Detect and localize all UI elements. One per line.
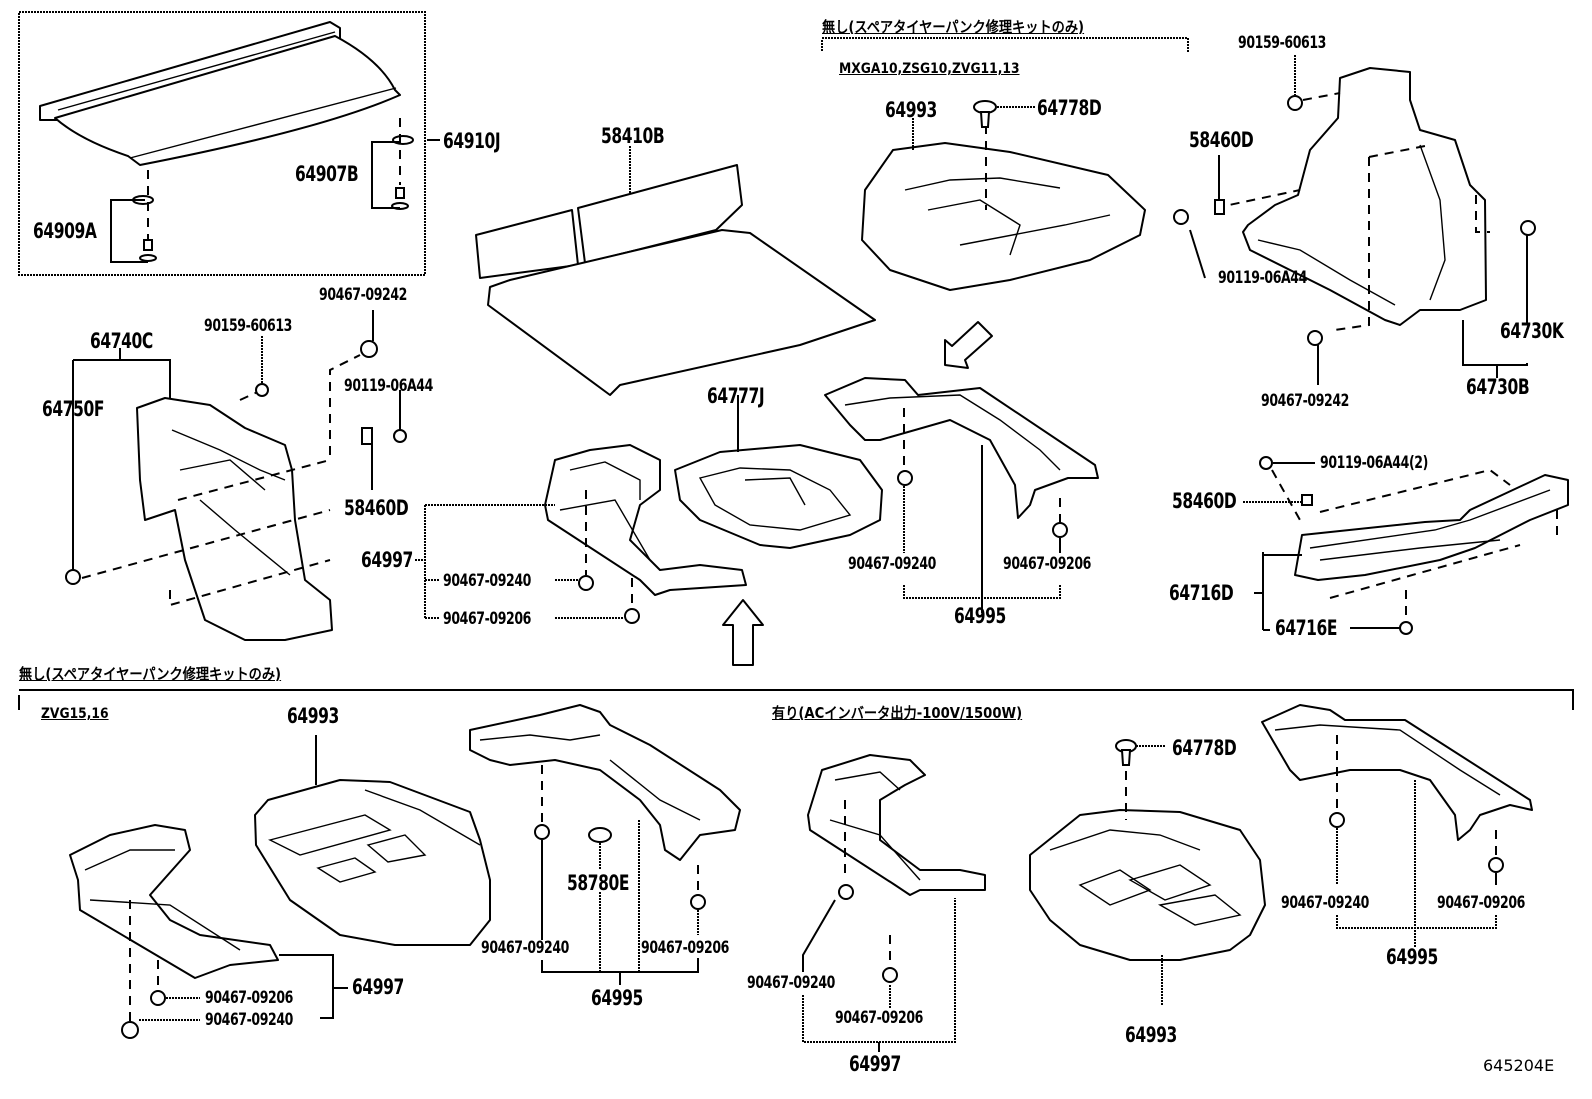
part-label-58410B[interactable]: 58410B [601,124,665,148]
tonneau-cover-frame [18,11,426,276]
part-label-64909A[interactable]: 64909A [33,219,97,243]
bottom-left-tray-64993-drawing [254,735,491,946]
part-label-58780E[interactable]: 58780E [567,871,630,895]
bottom-models-note: ZVG15,16 [41,706,109,722]
part-label-90467-09206-bottom-left[interactable]: 90467-09206 [205,988,293,1008]
part-label-64993-top[interactable]: 64993 [885,98,937,122]
tonneau-brackets [110,118,440,263]
part-label-90467-09242-right[interactable]: 90467-09242 [1261,391,1349,411]
bottom-section-bracket [18,689,1574,710]
rear-sill-drawing [1243,456,1569,635]
part-label-90467-09240-upper-left[interactable]: 90467-09240 [443,571,531,591]
part-label-90119-06A44-left[interactable]: 90119-06A44 [344,376,433,396]
part-label-64993-bottom-left[interactable]: 64993 [287,704,339,728]
part-label-90467-09206-upper-left[interactable]: 90467-09206 [443,609,531,629]
part-label-64995-bottom-center[interactable]: 64995 [591,986,643,1010]
top-condition-note: 無し(スペアタイヤーパンク修理キットのみ) [822,18,1085,36]
part-label-64910J[interactable]: 64910J [443,129,501,153]
part-label-90467-09240-bottom-center[interactable]: 90467-09240 [481,938,569,958]
part-label-90467-09206-bottom-right-b[interactable]: 90467-09206 [1437,893,1525,913]
part-label-64750F[interactable]: 64750F [42,397,105,421]
bottom-left-box-64997-drawing [69,824,348,1039]
bottom-right-condition-note: 有り(ACインバータ出力-100V/1500W) [772,704,1023,722]
top-note-bracket [821,37,1189,52]
part-label-90159-60613-right[interactable]: 90159-60613 [1238,33,1326,53]
left-side-trim-drawing [65,310,407,641]
direction-arrow-diagonal [944,321,993,369]
part-label-64778D-top[interactable]: 64778D [1037,96,1102,120]
part-label-64716E[interactable]: 64716E [1275,616,1338,640]
part-label-90467-09240-bottom-right-b[interactable]: 90467-09240 [1281,893,1369,913]
part-label-64716D[interactable]: 64716D [1169,581,1234,605]
part-label-90467-09242-left[interactable]: 90467-09242 [319,285,407,305]
right-side-trim-drawing [1173,55,1536,385]
bottom-right-box-64995-drawing [1261,704,1533,948]
tonneau-cover-drawing [39,21,401,166]
part-label-90467-09240-bottom-left[interactable]: 90467-09240 [205,1010,293,1030]
direction-arrow-up [722,599,764,666]
bottom-right-box-64997-drawing [802,754,986,1052]
part-label-90119-06A44-right[interactable]: 90119-06A44 [1218,268,1307,288]
part-label-64997-bottom-right[interactable]: 64997 [849,1052,901,1076]
part-label-90159-60613-left[interactable]: 90159-60613 [204,316,292,336]
part-label-58460D-sill[interactable]: 58460D [1172,489,1237,513]
part-label-64777J[interactable]: 64777J [707,384,765,408]
diagram-code: 645204E [1483,1056,1555,1075]
part-label-64995-upper[interactable]: 64995 [954,604,1006,628]
part-label-90467-09206-bottom-center[interactable]: 90467-09206 [641,938,729,958]
part-label-64907B[interactable]: 64907B [295,162,359,186]
part-label-64997-bottom-left[interactable]: 64997 [352,975,404,999]
top-spare-tray-drawing [861,100,1146,291]
part-label-64993-bottom-right[interactable]: 64993 [1125,1023,1177,1047]
upper-left-box-64997-drawing [415,444,747,624]
deck-board-drawing [475,146,876,396]
part-label-64730K[interactable]: 64730K [1500,319,1564,343]
part-label-64740C[interactable]: 64740C [90,329,153,353]
part-label-64778D-bottom[interactable]: 64778D [1172,736,1237,760]
bottom-right-tray-64993-drawing [1029,739,1266,1005]
part-label-90467-09240-upper-right[interactable]: 90467-09240 [848,554,936,574]
part-label-58460D-left[interactable]: 58460D [344,496,409,520]
part-label-90467-09206-upper-right[interactable]: 90467-09206 [1003,554,1091,574]
top-models-note: MXGA10,ZSG10,ZVG11,13 [839,61,1020,77]
bottom-condition-note: 無し(スペアタイヤーパンク修理キットのみ) [19,665,282,683]
part-label-58460D-right[interactable]: 58460D [1189,128,1254,152]
deck-tray-64777J-drawing [674,395,883,549]
upper-right-box-64995-drawing [824,377,1099,613]
part-label-64995-bottom-right[interactable]: 64995 [1386,945,1438,969]
part-label-64997-upper[interactable]: 64997 [361,548,413,572]
part-label-90119-06A44-2[interactable]: 90119-06A44(2) [1320,453,1428,473]
bottom-center-box-64995-drawing [469,704,741,985]
part-label-64730B[interactable]: 64730B [1466,375,1530,399]
part-label-90467-09206-bottom-right-a[interactable]: 90467-09206 [835,1008,923,1028]
part-label-90467-09240-bottom-right-a[interactable]: 90467-09240 [747,973,835,993]
